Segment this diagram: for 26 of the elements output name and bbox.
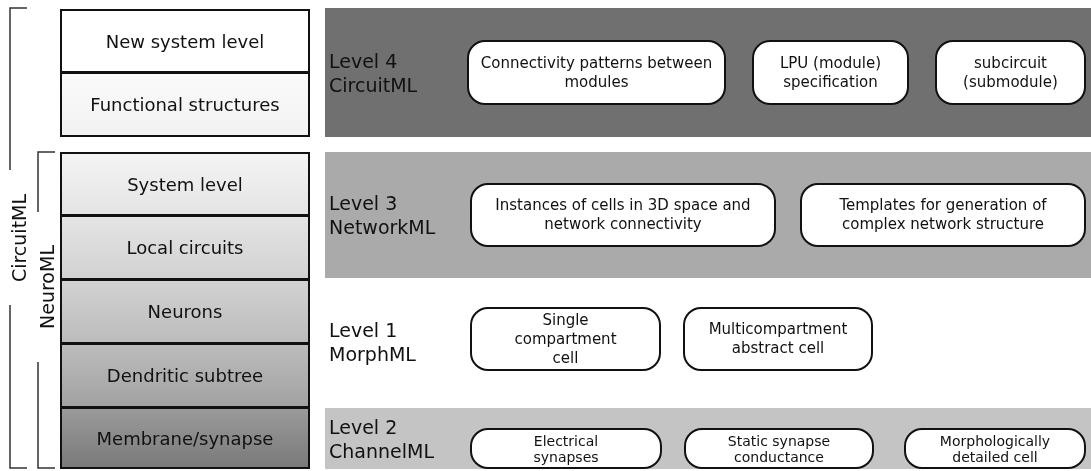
level-box: System level [60, 152, 310, 216]
feature-pill: Electrical synapses [470, 428, 662, 469]
feature-pill: LPU (module) specification [752, 40, 909, 105]
level-box: Neurons [60, 279, 310, 344]
level-band [325, 152, 1091, 278]
level-title: Level 2 ChannelML [329, 414, 435, 463]
level-box: Membrane/synapse [60, 407, 310, 469]
feature-pill: Templates for generation of complex network structure [800, 183, 1086, 247]
feature-pill: subcircuit (submodule) [935, 40, 1086, 105]
level-title: Level 4 CircuitML [329, 48, 419, 97]
feature-pill: Multicompartment abstract cell [683, 307, 873, 371]
level-box: Dendritic subtree [60, 343, 310, 408]
feature-pill: Morphologically detailed cell [904, 428, 1086, 469]
bracket-label: NeuroML [36, 245, 58, 329]
level-box: New system level [60, 9, 310, 73]
level-band [325, 8, 1091, 137]
bracket-label: CircuitML [8, 193, 31, 283]
level-box: Local circuits [60, 215, 310, 280]
feature-pill: Connectivity patterns between modules [467, 40, 726, 105]
level-band [325, 408, 1091, 469]
feature-pill: Single compartment cell [470, 307, 661, 371]
level-title: Level 3 NetworkML [329, 191, 437, 239]
level-box: Functional structures [60, 72, 310, 137]
feature-pill: Static synapse conductance [684, 428, 874, 469]
feature-pill: Instances of cells in 3D space and network connectivity [470, 183, 776, 247]
level-title: Level 1 MorphML [329, 318, 417, 366]
